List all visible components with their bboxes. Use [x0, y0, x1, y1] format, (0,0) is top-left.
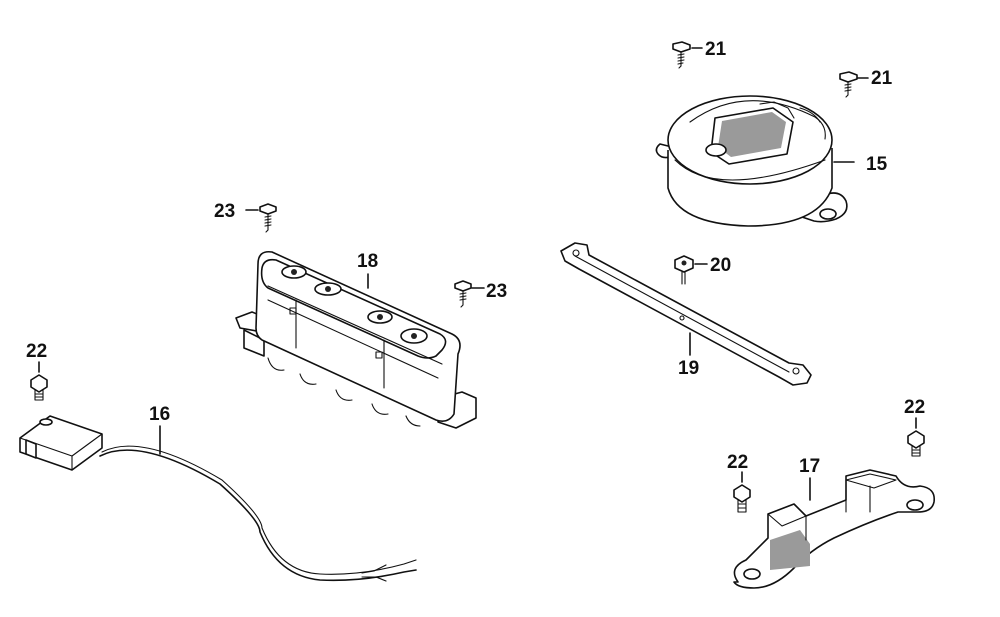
callout-21-upper: 21 — [705, 39, 727, 60]
round-meter-15 — [655, 95, 855, 227]
callout-21-lower: 21 — [871, 68, 893, 89]
sensor-16 — [19, 415, 417, 582]
callout-17: 17 — [799, 456, 820, 477]
bolt-22-middle — [733, 471, 751, 513]
callout-22-left: 22 — [26, 341, 47, 362]
callout-18: 18 — [357, 251, 378, 272]
callout-23-left: 23 — [214, 201, 235, 222]
callout-19: 19 — [678, 358, 699, 379]
bolt-22-left — [30, 361, 48, 401]
callout-23-right: 23 — [486, 281, 507, 302]
callout-22-right: 22 — [904, 397, 925, 418]
callout-16: 16 — [149, 404, 170, 425]
bracket-19 — [560, 242, 812, 386]
callout-22-middle: 22 — [727, 452, 748, 473]
switch-box-18 — [235, 250, 477, 429]
screw-23-right — [454, 280, 485, 308]
screw-21-upper — [672, 41, 703, 69]
callout-20: 20 — [710, 255, 731, 276]
cover-bracket-17 — [733, 469, 936, 589]
screw-21-lower — [839, 71, 869, 98]
bolt-22-right — [907, 417, 925, 457]
screw-23-left — [245, 203, 277, 233]
nut-20 — [674, 255, 708, 285]
callout-15: 15 — [866, 154, 888, 175]
